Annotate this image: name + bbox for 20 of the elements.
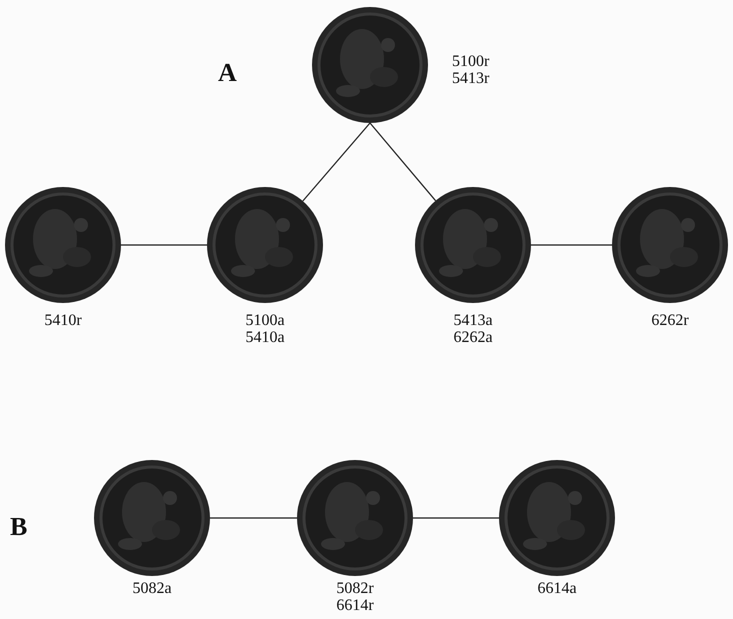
coin-label: 5100r xyxy=(452,53,490,70)
coin-label: 5082a xyxy=(131,580,173,597)
coin-label: 5100a xyxy=(244,312,286,329)
connector-line xyxy=(531,244,612,246)
connector-line xyxy=(302,122,370,202)
panel-letter: A xyxy=(218,58,237,88)
coin-label: 6614r xyxy=(335,597,375,614)
coin-label: 6262a xyxy=(452,329,494,346)
coin-label: 5082r xyxy=(335,580,375,597)
coin-label: 6614a xyxy=(536,580,578,597)
coin-label: 5410r xyxy=(43,312,83,329)
panel-letter: B xyxy=(10,512,28,542)
connector-line xyxy=(413,517,499,519)
coin-label: 6262r xyxy=(650,312,690,329)
coin-label: 5410a xyxy=(244,329,286,346)
connector-line xyxy=(370,122,436,202)
coin-label: 5413r xyxy=(452,70,490,87)
connector-line xyxy=(210,517,297,519)
connector-line xyxy=(121,244,207,246)
coin-label: 5413a xyxy=(452,312,494,329)
